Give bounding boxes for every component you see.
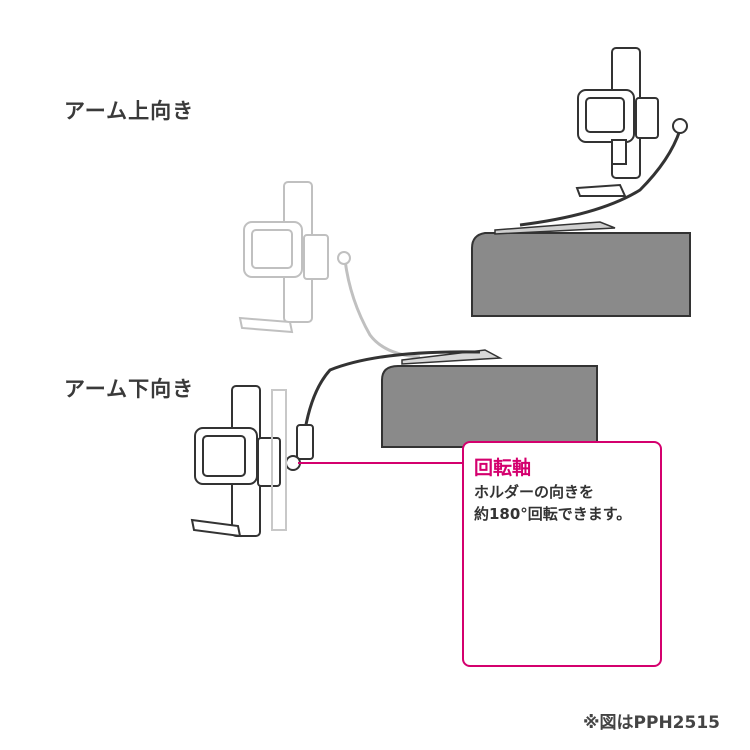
lower-dashboard-block [381, 349, 598, 448]
callout-description: ホルダーの向きを 約180°回転できます。 [474, 481, 660, 525]
holder-ghost [238, 181, 421, 359]
callout-title: 回転軸 [474, 457, 532, 479]
upper-dashboard-block [471, 221, 691, 317]
holder-arm-down [190, 350, 481, 538]
label-arm-up: アーム上向き [64, 99, 195, 123]
label-arm-down: アーム下向き [64, 377, 195, 401]
callout-line-2: 約180°回転できます。 [474, 505, 632, 523]
pivot-callout-box: 回転軸 ホルダーの向きを 約180°回転できます。 [462, 441, 662, 667]
callout-line-1: ホルダーの向きを [474, 483, 595, 501]
model-note: ※図はPPH2515 [583, 713, 720, 733]
holder-arm-up [519, 47, 688, 227]
